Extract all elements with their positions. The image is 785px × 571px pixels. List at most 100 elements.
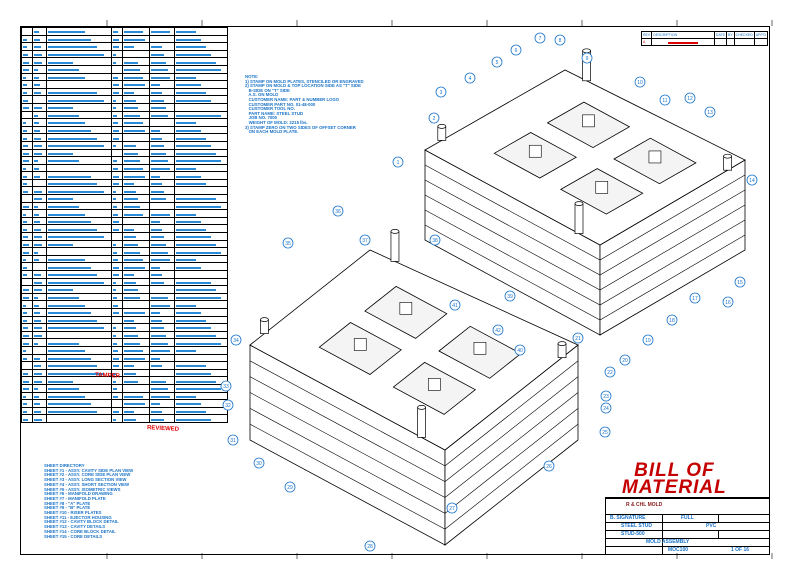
balloon-callout xyxy=(634,76,646,88)
sheet-index-item: SHEET #11 - EJECTOR HOUSING xyxy=(44,514,112,520)
balloon-number: 10 xyxy=(637,80,643,86)
balloon-callout xyxy=(746,174,758,186)
balloon-number: 19 xyxy=(645,338,651,344)
bom-heading-line2: MATERIAL xyxy=(622,477,727,498)
balloon-number: 9 xyxy=(586,56,589,62)
rev-value: A xyxy=(640,38,653,46)
sheet-index-item: SHEET #5 - ASSY. ISOMETRIC VIEWS xyxy=(44,486,121,492)
balloon-callout xyxy=(284,481,296,493)
revision-header-row: REV DESCRIPTION DATE BY CHECKED APP'D xyxy=(640,31,769,39)
sheet-number: 1 OF 16 xyxy=(731,547,750,553)
balloon-number: 16 xyxy=(725,300,731,306)
balloon-callout xyxy=(600,390,612,402)
bom-row xyxy=(20,353,228,363)
balloon-number: 3 xyxy=(440,90,443,96)
balloon-callout xyxy=(510,44,522,56)
balloon-callout xyxy=(429,234,441,246)
balloon-callout xyxy=(734,276,746,288)
balloon-callout xyxy=(722,296,734,308)
note-line: A.S. ON MOLD xyxy=(245,92,279,98)
scale-value: FULL xyxy=(681,515,694,521)
bom-row xyxy=(20,125,228,135)
lower-mold-core-detail xyxy=(353,338,367,351)
bom-row xyxy=(20,315,228,325)
balloon-callout xyxy=(449,299,461,311)
balloon-callout xyxy=(220,380,232,392)
balloon-callout xyxy=(704,106,716,118)
company-name: R & CHL MOLD xyxy=(626,502,663,508)
upper-mold-plate-line xyxy=(424,209,746,306)
balloon-number: 39 xyxy=(507,294,513,300)
sheet-index-item: SHEET #6 - MANIFOLD DRAWING xyxy=(44,491,113,497)
balloon-number: 40 xyxy=(517,348,523,354)
balloon-callout xyxy=(666,314,678,326)
balloon-number: 32 xyxy=(225,403,231,409)
balloon-number: 38 xyxy=(432,238,438,244)
balloon-number: 8 xyxy=(559,38,562,44)
balloon-callout xyxy=(435,86,447,98)
balloon-callout xyxy=(227,434,239,446)
upper-mold-top-face xyxy=(424,69,746,246)
sheet-index-item: SHEET #1 - ASSY. CAVITY SIDE PLAN VIEW xyxy=(44,467,134,473)
sheet-index-item: SHEET #8 - "A" PLATE xyxy=(44,500,91,506)
lower-mold-plate-line xyxy=(249,360,579,467)
balloon-callout xyxy=(534,32,546,44)
bom-row xyxy=(20,201,228,211)
balloon-number: 6 xyxy=(515,48,518,54)
note-line: CUSTOMER PART NO. 01-48-000 xyxy=(245,101,316,107)
balloon-number: 21 xyxy=(575,336,581,342)
balloon-number: 31 xyxy=(230,438,236,444)
balloon-number: 12 xyxy=(687,96,693,102)
sheet-index-item: SHEET #9 - "B" PLATE xyxy=(44,505,91,511)
balloon-callout xyxy=(554,34,566,46)
sheet-index-item: SHEET #4 - ASSY. SHORT SECTION VIEW xyxy=(44,481,130,487)
balloon-callout xyxy=(604,366,616,378)
balloon-number: 5 xyxy=(496,60,499,66)
balloon-callout xyxy=(684,92,696,104)
balloon-number: 27 xyxy=(449,506,455,512)
balloon-number: 34 xyxy=(233,338,239,344)
drawn-by: B. SIGNATURE xyxy=(610,515,646,521)
note-line: ON EACH MOLD PLATE. xyxy=(245,129,299,135)
sheet-index-item: SHEET #10 - RISER PLATES xyxy=(44,510,102,516)
revision-table: REV DESCRIPTION DATE BY CHECKED APP'D A xyxy=(640,31,769,46)
balloon-callout xyxy=(359,234,371,246)
upper-mold-plate-line xyxy=(424,194,746,291)
balloon-number: 35 xyxy=(285,241,291,247)
balloon-callout xyxy=(222,399,234,411)
notes-block: NOTE:1) STAMP ON MOLD PLATES, STENCILED … xyxy=(245,74,364,135)
material: PVC xyxy=(706,523,717,529)
balloon-number: 15 xyxy=(737,280,743,286)
upper-mold-plate-line xyxy=(424,224,746,321)
balloon-number: 24 xyxy=(603,406,609,412)
sheet-index-item: SHEET #12 - CAVITY BLOCK DETAIL xyxy=(44,519,119,525)
part-number: STUD-500 xyxy=(621,531,645,537)
note-line: 2) STAMP ON MOLD & TOP LOCATION SIDE AS … xyxy=(245,83,361,89)
balloon-callout xyxy=(689,292,701,304)
bom-row xyxy=(20,254,228,264)
balloon-number: 17 xyxy=(692,296,698,302)
sheet-index-item: SHEET #14 - CORE BLOCK DETAIL xyxy=(44,528,116,534)
note-line: CUSTOMER TOOL NO. xyxy=(245,106,295,112)
note-line: PART NAME: STEEL STUD xyxy=(245,110,304,116)
upper-mold-core-detail xyxy=(595,181,609,194)
balloon-number: 11 xyxy=(662,98,667,104)
note-line: WEIGHT OF MOLD: 2215 lbs. xyxy=(245,119,308,125)
lower-mold-top-face xyxy=(249,249,579,451)
balloon-number: 22 xyxy=(607,370,613,376)
bom-row xyxy=(20,406,228,416)
balloon-callout xyxy=(491,56,503,68)
bom-row xyxy=(20,95,228,104)
drawing-title: MOLD ASSEMBLY xyxy=(646,539,690,545)
balloon-callout xyxy=(600,402,612,414)
upper-mold-guide-pillar xyxy=(574,203,584,234)
sheet-index-item: SHEET #2 - ASSY. CORE SIDE PLAN VIEW xyxy=(44,472,131,478)
drawing-number: MOC100 xyxy=(668,547,689,553)
balloon-number: 36 xyxy=(335,209,341,215)
upper-mold-plate-line xyxy=(424,164,746,261)
balloon-number: 25 xyxy=(602,430,608,436)
balloon-callout xyxy=(619,354,631,366)
balloon-number: 20 xyxy=(622,358,628,364)
part-name: STEEL STUD xyxy=(621,523,653,529)
balloon-number: 14 xyxy=(749,178,755,184)
